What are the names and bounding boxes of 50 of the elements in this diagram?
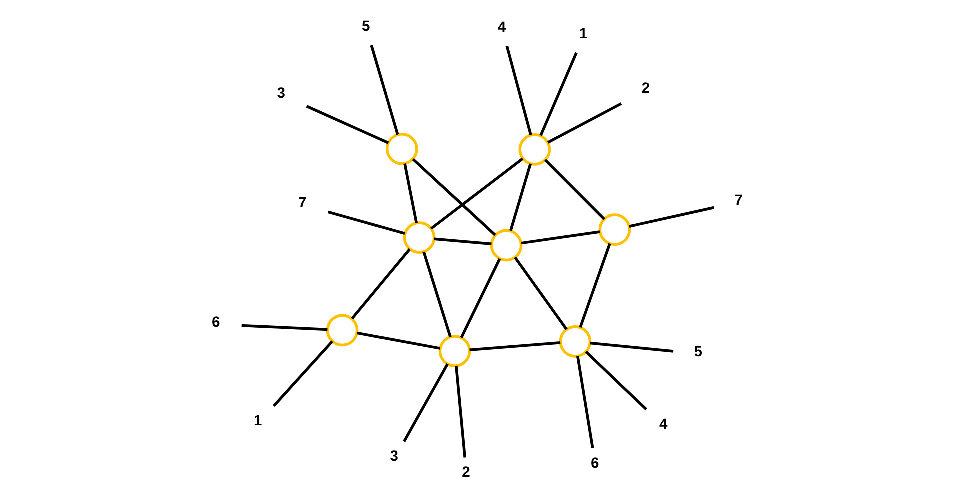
connector bbox=[629, 206, 714, 228]
node-circle bbox=[518, 134, 552, 166]
node-text: 3 bbox=[390, 449, 399, 466]
connector bbox=[590, 342, 674, 353]
connector bbox=[540, 52, 578, 136]
connector bbox=[404, 164, 418, 224]
connector bbox=[306, 105, 390, 144]
node-text: 2 bbox=[462, 465, 470, 482]
node-text: 2 bbox=[642, 81, 650, 98]
node-text: 6 bbox=[591, 456, 600, 472]
node-text: 7 bbox=[734, 192, 743, 209]
connector bbox=[521, 230, 600, 245]
node-circle bbox=[559, 326, 592, 358]
node-text: 7 bbox=[298, 196, 307, 212]
connector bbox=[370, 45, 400, 136]
connector bbox=[470, 342, 561, 352]
node-circle bbox=[438, 335, 472, 368]
connector bbox=[328, 210, 406, 236]
node-circle bbox=[490, 229, 523, 262]
connector bbox=[455, 366, 466, 458]
connector bbox=[422, 252, 452, 338]
connector bbox=[576, 356, 594, 448]
connector bbox=[585, 351, 648, 411]
node-circle bbox=[326, 314, 359, 347]
connector bbox=[506, 46, 532, 136]
node-text: 1 bbox=[579, 26, 588, 42]
connector bbox=[579, 243, 612, 328]
node-text: 1 bbox=[254, 414, 262, 430]
node-text: 3 bbox=[277, 86, 286, 102]
connector bbox=[351, 248, 411, 320]
connector bbox=[514, 256, 568, 330]
node-circle bbox=[386, 132, 418, 166]
connector bbox=[544, 159, 606, 220]
connector bbox=[510, 164, 532, 232]
node-circle bbox=[403, 222, 436, 254]
connector bbox=[434, 238, 492, 246]
node-text: 5 bbox=[362, 18, 370, 35]
connector bbox=[412, 158, 496, 236]
node-text: 4 bbox=[659, 417, 668, 433]
connector bbox=[460, 258, 502, 338]
connector bbox=[242, 324, 328, 332]
connector bbox=[430, 158, 524, 230]
connector bbox=[272, 340, 334, 408]
connector bbox=[403, 364, 449, 442]
connector bbox=[356, 332, 441, 350]
node-text: 4 bbox=[498, 20, 506, 36]
node-text: 6 bbox=[212, 315, 220, 332]
node-circle bbox=[598, 214, 632, 246]
connector bbox=[548, 102, 622, 144]
node-text: 5 bbox=[694, 344, 702, 361]
